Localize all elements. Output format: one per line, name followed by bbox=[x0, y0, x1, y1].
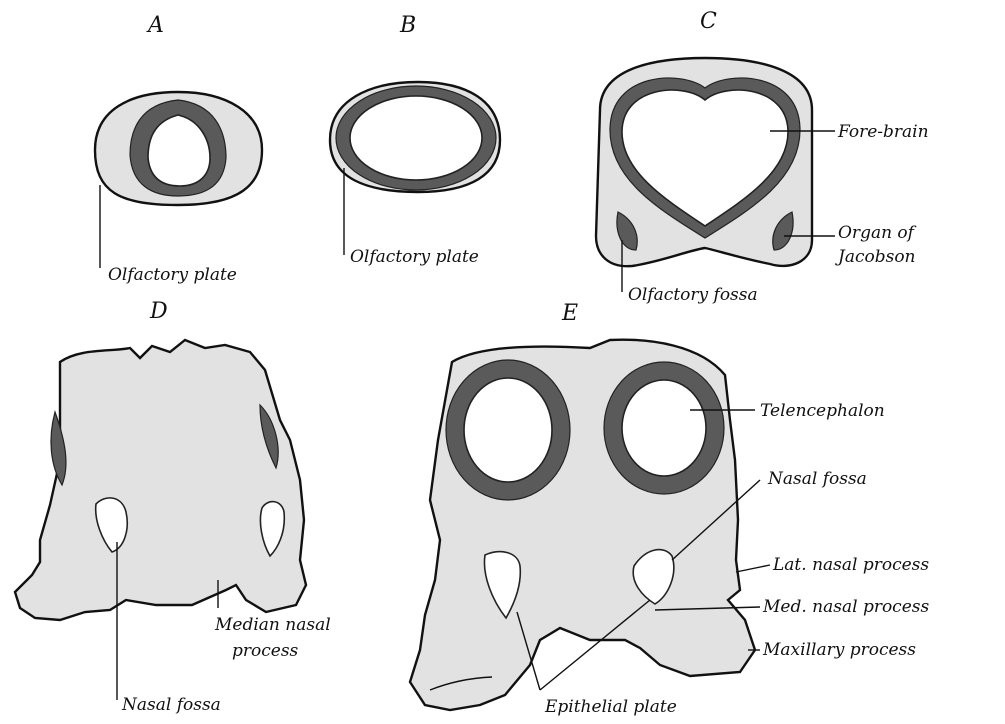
label-e-maxillary-process: Maxillary process bbox=[762, 640, 916, 660]
label-e-epithelial-plate: Epithelial plate bbox=[544, 697, 677, 717]
panel-label-d: D bbox=[149, 299, 168, 324]
label-e-telencephalon: Telencephalon bbox=[760, 401, 885, 421]
label-a-olfactory-plate: Olfactory plate bbox=[108, 265, 237, 285]
label-e-nasal-fossa: Nasal fossa bbox=[767, 469, 867, 489]
section-c bbox=[596, 58, 812, 266]
section-b bbox=[330, 82, 500, 192]
label-c-jacobson: Jacobson bbox=[835, 247, 916, 267]
panel-label-b: B bbox=[399, 13, 416, 38]
label-d-nasal-fossa: Nasal fossa bbox=[121, 695, 221, 715]
label-e-lat-nasal-process: Lat. nasal process bbox=[772, 555, 929, 575]
label-c-fore-brain: Fore-brain bbox=[837, 122, 929, 142]
label-c-organ-of: Organ of bbox=[838, 223, 917, 243]
label-c-olfactory-fossa: Olfactory fossa bbox=[628, 285, 758, 305]
leader-e-lat-nasal-process bbox=[736, 565, 770, 572]
label-e-med-nasal-process: Med. nasal process bbox=[762, 597, 929, 617]
panel-label-e: E bbox=[561, 301, 578, 326]
panel-label-a: A bbox=[146, 13, 164, 38]
panel-label-c: C bbox=[700, 9, 717, 34]
label-b-olfactory-plate: Olfactory plate bbox=[350, 247, 479, 267]
label-d-median-nasal: Median nasal bbox=[214, 615, 331, 635]
label-d-process: process bbox=[232, 641, 299, 661]
section-a bbox=[95, 92, 262, 205]
section-d bbox=[15, 340, 306, 620]
